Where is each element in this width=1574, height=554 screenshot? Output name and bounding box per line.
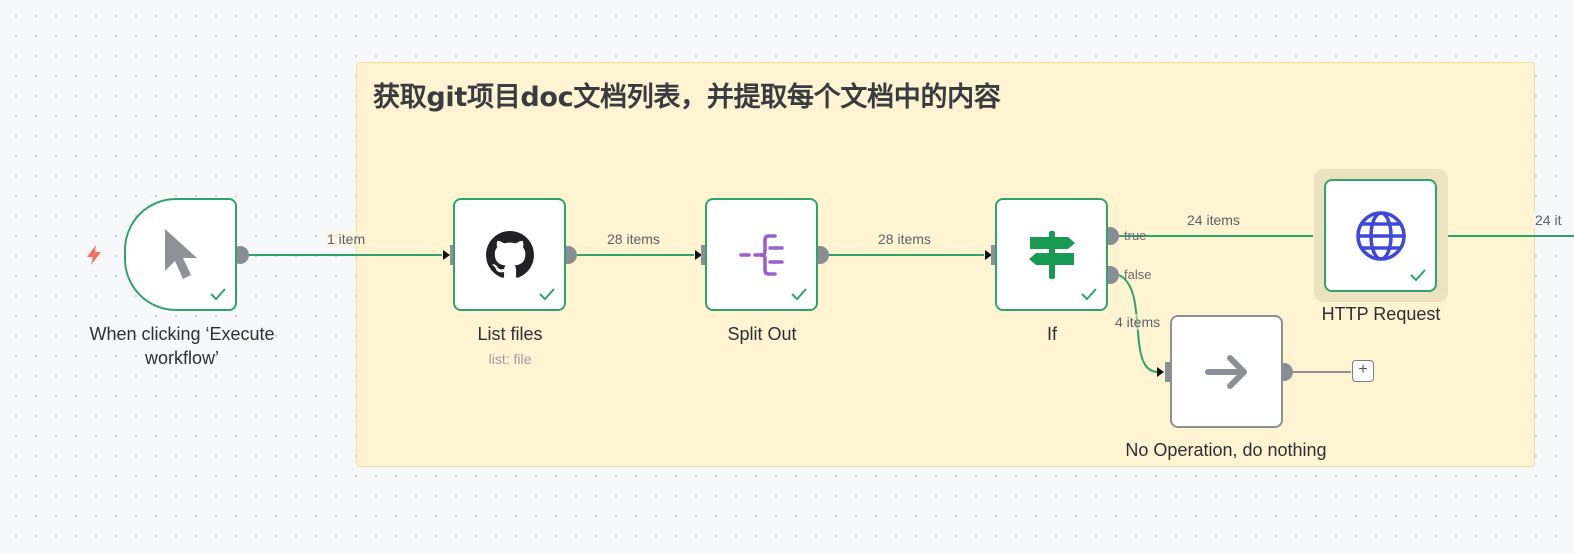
node-list-files-subtitle: list: file <box>488 351 532 367</box>
split-out-icon <box>738 233 784 276</box>
arrowhead-noop <box>1157 367 1164 377</box>
node-if-label: If <box>1046 324 1057 344</box>
success-check-icon <box>539 288 555 300</box>
node-http-request[interactable] <box>1324 179 1437 292</box>
github-icon <box>485 230 534 278</box>
input-handle-noop <box>1165 362 1172 382</box>
success-check-icon <box>1081 288 1097 300</box>
connection-label-if-noop: 4 items <box>1113 314 1163 330</box>
node-noop[interactable] <box>1170 315 1283 428</box>
connection-label-http-out: 24 it <box>1533 212 1564 228</box>
node-trigger[interactable] <box>124 198 237 311</box>
node-http-request-label: HTTP Request <box>1321 304 1441 324</box>
trigger-bolt-icon <box>87 245 101 265</box>
connection-label-trigger-list: 1 item <box>325 231 368 247</box>
cursor-arrow-icon <box>164 228 197 279</box>
node-list-files-label: List files <box>477 324 543 344</box>
node-trigger-label: When clicking ‘Execute workflow’ <box>89 324 275 368</box>
connection-label-if-http: 24 items <box>1185 212 1242 228</box>
arrowhead-if <box>985 250 992 260</box>
globe-icon <box>1355 210 1406 261</box>
node-split-out[interactable] <box>705 198 818 311</box>
input-handle-if <box>991 245 998 265</box>
node-split-out-label: Split Out <box>727 324 797 344</box>
node-list-files[interactable] <box>453 198 566 311</box>
input-handle-split <box>701 245 708 265</box>
success-check-icon <box>210 288 226 300</box>
connection-label-list-split: 28 items <box>605 231 662 247</box>
add-node-button[interactable]: + <box>1352 360 1374 382</box>
arrow-right-icon <box>1204 354 1247 389</box>
if-true-output-label: true <box>1124 228 1147 243</box>
sticky-note-title: 获取git项目doc文档列表，并提取每个文档中的内容 <box>373 82 1001 113</box>
signpost-icon <box>1028 230 1075 279</box>
connection-label-split-if: 28 items <box>876 231 933 247</box>
node-noop-label: No Operation, do nothing <box>1125 440 1327 460</box>
node-if[interactable] <box>995 198 1108 311</box>
success-check-icon <box>1410 269 1426 281</box>
if-false-output-label: false <box>1124 267 1152 282</box>
arrowhead-split <box>695 250 702 260</box>
success-check-icon <box>791 288 807 300</box>
arrowhead-list <box>443 250 450 260</box>
